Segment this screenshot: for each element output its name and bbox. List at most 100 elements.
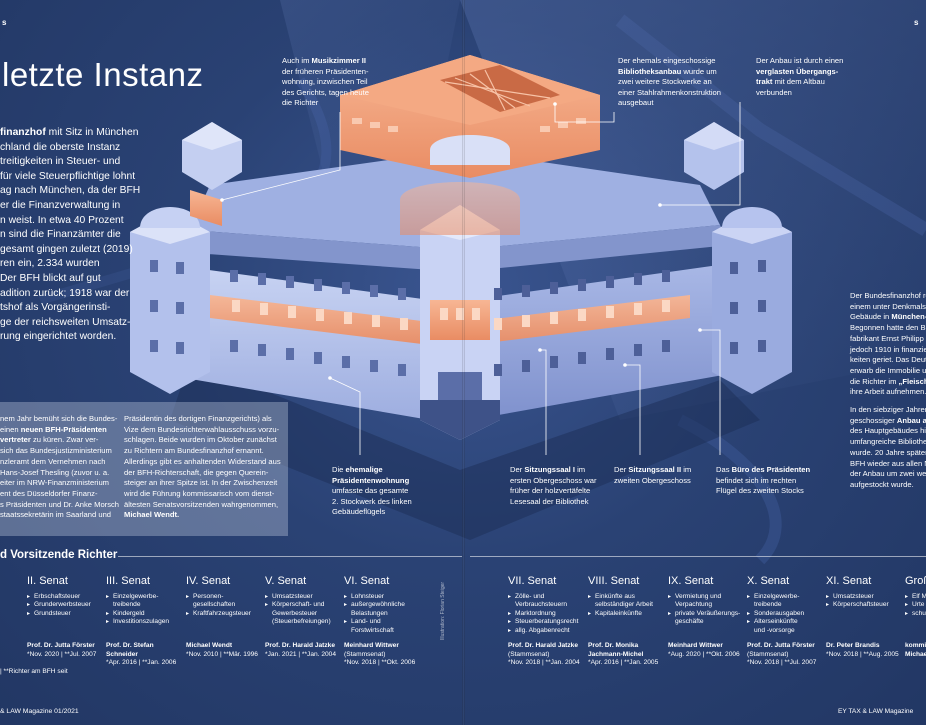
senat-column: III. SenatEinzelgewerbe-treibendeKinderg… bbox=[106, 575, 184, 627]
senat-chair: Michael Wendt*Nov. 2010 | **Mär. 1996 bbox=[186, 642, 258, 659]
intro-line-text: Der BFH blickt auf gut bbox=[0, 272, 101, 284]
info-box-line: steiger an ihrer Spitze ist. In der Zwis… bbox=[124, 478, 278, 488]
chair-dates: *Nov. 2018 | **Jan. 2004 bbox=[508, 659, 580, 667]
info-box-line: s Präsidenten und Dr. Anke Morsch bbox=[0, 500, 119, 511]
chair-dates: *Nov. 2020 | **Jul. 2007 bbox=[27, 650, 97, 658]
senat-topic: Zölle- und bbox=[508, 593, 586, 602]
intro-line: adition zurück; 1918 war der bbox=[0, 287, 129, 302]
senat-chair: Dr. Peter Brandis*Nov. 2018 | **Aug. 200… bbox=[826, 642, 899, 659]
info-box-line: Michael Wendt. bbox=[124, 510, 180, 520]
info-box-line: sich das Bundesjustizministerium bbox=[0, 446, 119, 457]
senat-chair: Meinhard Wittwer*Aug. 2020 | **Okt. 2006 bbox=[668, 642, 740, 659]
chair-name: Michael Wendt bbox=[186, 642, 233, 649]
chair-name: Prof. Dr. Stefan bbox=[106, 642, 154, 649]
senat-title: VI. Senat bbox=[344, 575, 390, 587]
intro-line: ag nach München, da der BFH bbox=[0, 184, 140, 199]
senat-title: XI. Senat bbox=[826, 575, 872, 587]
info-box-segment: sich das Bundesjustizministerium bbox=[0, 446, 112, 456]
intro-line: tshof als Vorgängerinsti- bbox=[0, 301, 128, 316]
chair-name: Prof. Dr. Monika bbox=[588, 642, 639, 649]
senat-column: IX. SenatVermietung undVerpachtungprivat… bbox=[668, 575, 746, 627]
intro-line-text: gesamt gingen zuletzt (2019) bbox=[0, 243, 133, 255]
info-box-line: schlagen. Beide wurden im Oktober zunäch… bbox=[124, 435, 277, 445]
senat-topics: ErbschaftsteuerGrunderwerbsteuerGrundste… bbox=[27, 593, 105, 619]
info-box-line: Präsidentin des dortigen Finanzgerichts)… bbox=[124, 414, 272, 423]
senat-topic: Sonderausgaben bbox=[747, 610, 825, 619]
senat-topic: Umsatzsteuer bbox=[826, 593, 904, 602]
intro-line: ren ein, 2.334 wurden bbox=[0, 257, 128, 272]
page-mark-right: s bbox=[914, 18, 919, 27]
senat-column: IV. SenatPersonen-gesellschaftenKraftfah… bbox=[186, 575, 264, 619]
info-box-segment: Hans-Josef Thesling (zuvor u. a. bbox=[0, 467, 110, 477]
chair-name-line-2: (Stammsenat) bbox=[344, 650, 386, 658]
senat-topic: treibende bbox=[113, 601, 141, 609]
senat-topic: Körperschaftsteuer bbox=[826, 601, 904, 610]
senat-topic: Land- und bbox=[344, 618, 422, 627]
senat-topic: Steuerberatungsrecht bbox=[508, 618, 586, 627]
senat-topic: Erbschaftsteuer bbox=[27, 593, 105, 602]
senat-topic: Kindergeld bbox=[106, 610, 184, 619]
senat-title: V. Senat bbox=[265, 575, 307, 587]
callout-sitzungssaal-1: Der Sitzungssaal I im ersten Obergeschos… bbox=[510, 465, 597, 506]
info-box-col-1: nem Jahr bemüht sich die Bundes-einen ne… bbox=[0, 414, 119, 521]
info-box-segment: s Präsidenten und Dr. Anke Morsch bbox=[0, 499, 120, 509]
senat-chair: Meinhard Wittwer(Stammsenat)*Nov. 2018 |… bbox=[344, 642, 415, 668]
senat-title: IV. Senat bbox=[186, 575, 231, 587]
senat-column: X. SenatEinzelgewerbe-treibendeSonderaus… bbox=[747, 575, 825, 635]
chair-name-line-2: Schneider bbox=[106, 650, 138, 658]
senat-topic: Verbrauchsteuern bbox=[515, 601, 568, 609]
senat-topic: (Steuerbefreiungen) bbox=[272, 618, 331, 626]
intro-line-text: n weist. In etwa 40 Prozent bbox=[0, 214, 124, 226]
senat-column: VI. SenatLohnsteueraußergewöhnlicheBelas… bbox=[344, 575, 422, 635]
info-box-line: eiter im NRW-Finanzministerium bbox=[0, 478, 119, 489]
intro-line-text: für viele Steuerpflichtige lohnt bbox=[0, 170, 136, 182]
intro-line-text: tshof als Vorgängerinsti- bbox=[0, 302, 111, 314]
senat-topics: Zölle- undVerbrauchsteuernMarktordnungSt… bbox=[508, 593, 586, 635]
info-box-line: vertreter zu küren. Zwar ver- bbox=[0, 435, 119, 446]
chair-dates: *Nov. 2018 | **Jul. 2007 bbox=[747, 659, 817, 667]
senat-topic: selbständiger Arbeit bbox=[595, 601, 653, 609]
info-box-segment: einen bbox=[0, 424, 21, 434]
info-box-segment: nem Jahr bemüht sich die Bundes- bbox=[0, 414, 118, 423]
info-box-line: ent des Düsseldorfer Finanz- bbox=[0, 489, 119, 500]
info-box-segment: vertreter bbox=[0, 435, 31, 445]
chair-name: kommi bbox=[905, 642, 926, 649]
senat-topics: Einzelgewerbe-treibendeSonderausgabenAlt… bbox=[747, 593, 825, 635]
chair-dates: *Apr. 2016 | **Jan. 2006 bbox=[106, 659, 177, 667]
tower-back-right bbox=[684, 122, 744, 190]
info-box-line: einen neuen BFH-Präsidenten bbox=[0, 425, 119, 436]
senat-topic: Lohnsteuer bbox=[344, 593, 422, 602]
senat-topics: LohnsteueraußergewöhnlicheBelastungenLan… bbox=[344, 593, 422, 635]
senat-topic: Kapitaleinkünfte bbox=[588, 610, 666, 619]
info-box-segment: zu küren. Zwar ver- bbox=[30, 435, 99, 445]
info-box-line: Hans-Josef Thesling (zuvor u. a. bbox=[0, 468, 119, 479]
intro-line-text: ag nach München, da der BFH bbox=[0, 185, 141, 197]
intro-line-text: er die Finanzverwaltung in bbox=[0, 199, 121, 211]
senat-topic: Grunderwerbsteuer bbox=[27, 601, 105, 610]
senat-topics: UmsatzsteuerKörperschaftsteuer bbox=[826, 593, 904, 610]
senat-topic: Einzelgewerbe- bbox=[106, 593, 184, 602]
senat-topic: Verpachtung bbox=[675, 601, 713, 609]
senat-column: VII. SenatZölle- undVerbrauchsteuernMark… bbox=[508, 575, 586, 635]
senat-topic: Urte bbox=[905, 601, 926, 610]
senat-topic: Gewerbesteuer bbox=[272, 609, 318, 617]
intro-line: chland die oberste Instanz bbox=[0, 141, 128, 156]
intro-line: Der BFH blickt auf gut bbox=[0, 272, 128, 287]
right-text-history: Der Bundesfinanzhof re einem unter Denkm… bbox=[850, 291, 926, 397]
intro-line: für viele Steuerpflichtige lohnt bbox=[0, 170, 135, 185]
senat-topic: Alterseinkünfte bbox=[747, 618, 825, 627]
intro-line-text: treitigkeiten in Steuer- und bbox=[0, 156, 121, 168]
page-mark-left: s bbox=[2, 18, 7, 27]
footnote: | **Richter am BFH seit bbox=[0, 668, 68, 675]
intro-line-text: chland die oberste Instanz bbox=[0, 141, 121, 153]
senat-topic: Personen- bbox=[186, 593, 264, 602]
senat-topic: Umsatzsteuer bbox=[265, 593, 343, 602]
senat-topic: Einkünfte aus bbox=[588, 593, 666, 602]
info-box-segment: neuen BFH-Präsidenten bbox=[20, 424, 107, 434]
